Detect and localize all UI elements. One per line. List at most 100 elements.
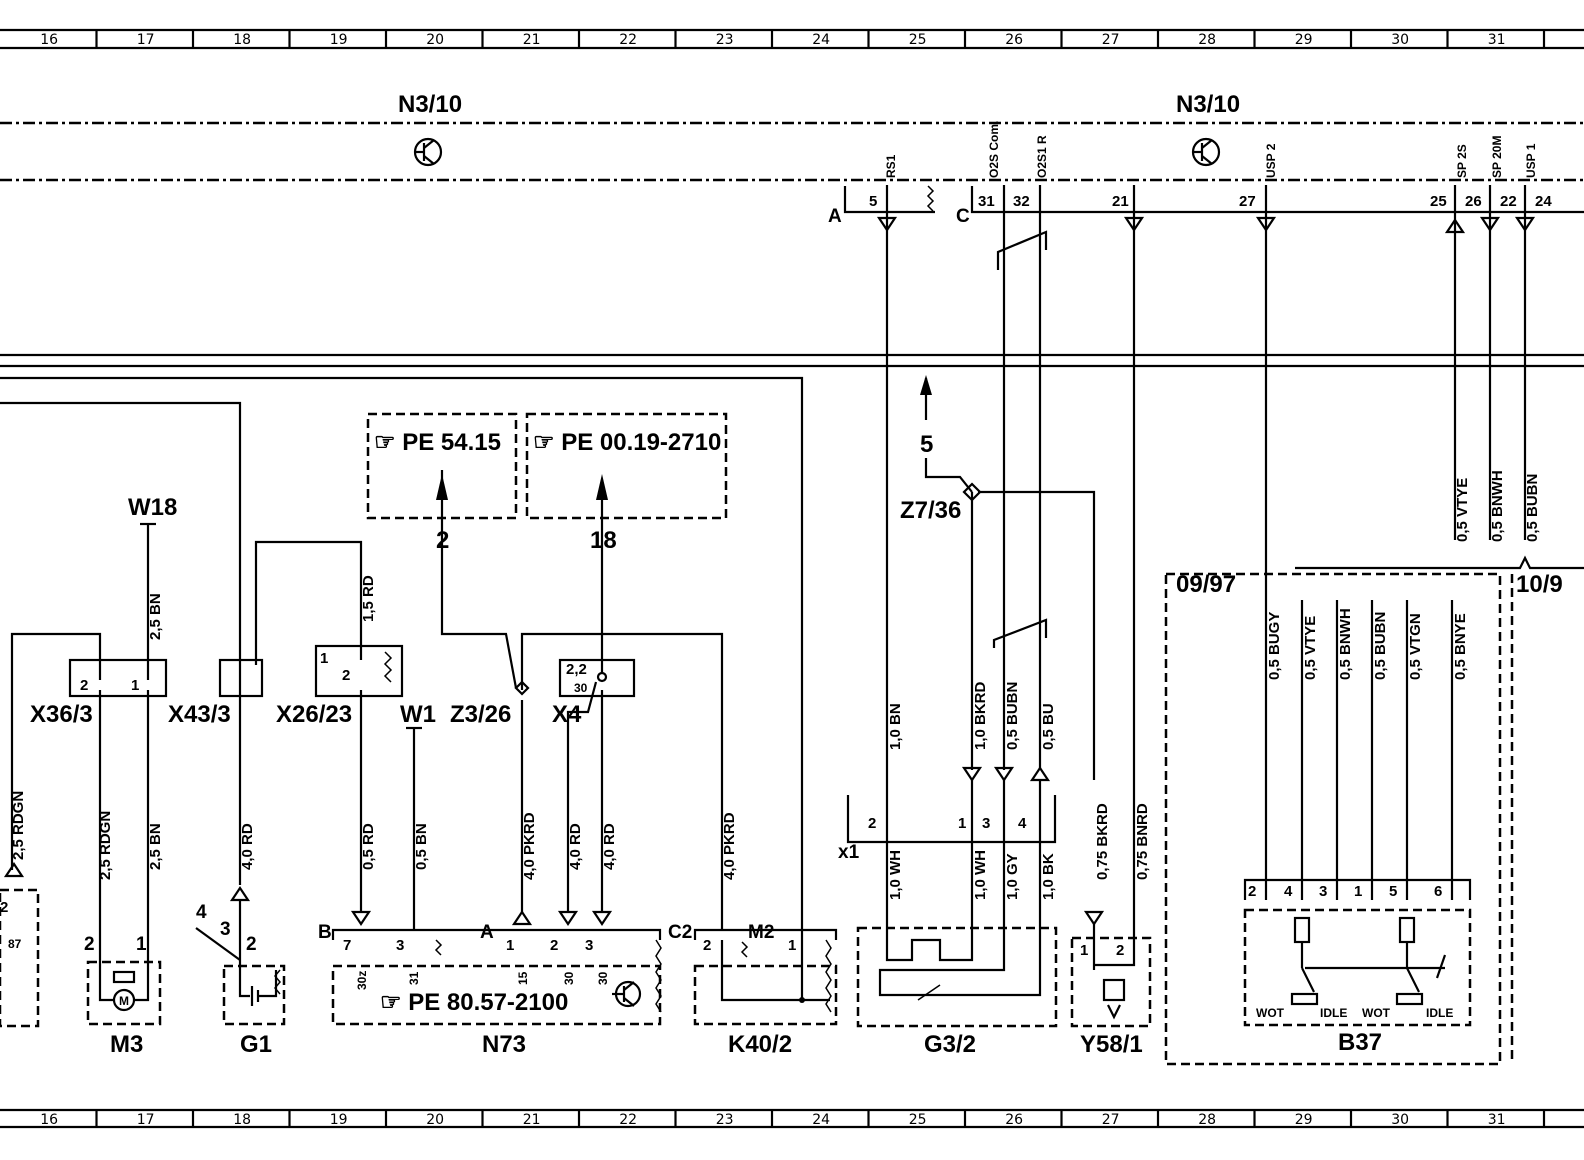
x26-23-label: X26/23 xyxy=(276,701,352,728)
ruler-number: 31 xyxy=(1488,1112,1506,1128)
wire-label: 0,75 BNRD xyxy=(1134,803,1151,880)
date-section-box xyxy=(1164,572,1502,1066)
ruler-bottom xyxy=(0,1108,1584,1129)
arrow-icon xyxy=(3,862,25,878)
transistor-icon xyxy=(1191,137,1221,167)
pin-label: 2 xyxy=(1248,883,1256,900)
x36-3-label: X36/3 xyxy=(30,701,93,728)
pin-label: 31 xyxy=(407,971,421,985)
pin-label: 22 xyxy=(1500,193,1517,210)
pin-name: O2S1 R xyxy=(1035,135,1049,178)
ruler-number: 22 xyxy=(619,1112,637,1128)
pin-label: 1 xyxy=(131,677,139,694)
ref-arrow-icon xyxy=(436,474,448,500)
ruler-number: 25 xyxy=(909,1112,927,1128)
svg-text:M: M xyxy=(119,994,129,1008)
ruler-number: 28 xyxy=(1198,1112,1216,1128)
pin-label: 5 xyxy=(1389,883,1397,900)
wire-label: 0,5 BU xyxy=(1040,703,1057,750)
bus-branch xyxy=(1295,555,1584,570)
x4-label: X4 xyxy=(552,701,582,728)
ruler-number: 23 xyxy=(716,32,734,48)
wire-label: 4,0 RD xyxy=(239,823,256,870)
ruler-number: 16 xyxy=(40,1112,58,1128)
pin-label: 1 xyxy=(958,815,966,832)
pin-label: WOT xyxy=(1256,1006,1285,1020)
ruler-number: 27 xyxy=(1102,32,1120,48)
pin-label: 15 xyxy=(516,971,530,985)
n73-label: N73 xyxy=(482,1031,526,1058)
g3-2-boundary xyxy=(856,926,1058,1028)
ruler-number: 26 xyxy=(1005,1112,1023,1128)
resistor-icon xyxy=(825,939,832,1013)
connector-a-label: A xyxy=(480,922,494,943)
ref-arrow-label: 5 xyxy=(920,431,933,458)
y58-1-boundary xyxy=(1070,936,1152,1028)
motor-icon: M xyxy=(98,960,150,1012)
wire-label: 0,5 BN xyxy=(413,823,430,870)
ruler-number: 24 xyxy=(812,32,830,48)
pin-label: 5 xyxy=(869,193,877,210)
m3-label: M3 xyxy=(110,1031,143,1058)
wire-label: 1,0 BN xyxy=(887,703,904,750)
pin-label: 21 xyxy=(1112,193,1129,210)
pin-label: 25 xyxy=(1430,193,1447,210)
pin-label: 2 xyxy=(868,815,876,832)
wire-label: 0,75 BKRD xyxy=(1094,803,1111,880)
pin-label: 4 xyxy=(1018,815,1027,832)
wire-label: 1,0 BK xyxy=(1040,853,1057,900)
ruler-number: 21 xyxy=(523,32,541,48)
n73-connector xyxy=(331,928,662,940)
pin-name: USP 1 xyxy=(1524,143,1538,178)
pin-label: 30 xyxy=(596,971,610,985)
k40-2-label: K40/2 xyxy=(728,1031,792,1058)
pin-label: 2,2 xyxy=(566,661,587,678)
x1-label: x1 xyxy=(838,842,860,863)
b37-label: B37 xyxy=(1338,1029,1382,1056)
pin-label: 3 xyxy=(982,815,990,832)
resistor-icon xyxy=(383,651,393,683)
resistor-icon xyxy=(434,939,443,956)
pin-label: 4 xyxy=(1284,883,1293,900)
pin-label: 3 xyxy=(220,919,231,940)
b37-wires xyxy=(1264,580,1454,900)
ruler-top xyxy=(0,28,1584,50)
w18-label: W18 xyxy=(128,494,177,521)
ref-arrow-icon xyxy=(596,474,608,500)
pin-label: 7 xyxy=(343,937,351,954)
wire-label: 2,5 BN xyxy=(147,823,164,870)
wire-label: 4,0 RD xyxy=(567,823,584,870)
battery-icon xyxy=(195,927,281,1006)
pin-label: 1 xyxy=(1080,942,1088,959)
ruler-number: 29 xyxy=(1295,1112,1313,1128)
pin-label: 3 xyxy=(585,937,593,954)
wire-label: 0,5 BUBN xyxy=(1004,682,1021,750)
wire-label: 1,0 WH xyxy=(887,850,904,900)
wire-label: 0,5 VTYE xyxy=(1302,616,1319,680)
pin-label: 2 xyxy=(1116,942,1124,959)
date-label: 09/97 xyxy=(1176,571,1236,598)
z3-26-label: Z3/26 xyxy=(450,701,511,728)
connector-a-label: A xyxy=(828,206,842,227)
valve-icon xyxy=(1083,910,1136,1020)
g1-boundary xyxy=(222,964,286,1026)
pin-name: SP 20M xyxy=(1490,136,1504,178)
m3-boundary xyxy=(86,960,162,1026)
transistor-icon xyxy=(413,137,443,167)
ruler-number: 30 xyxy=(1391,32,1409,48)
connector-c2-label: C2 xyxy=(668,922,692,943)
ruler-number: 21 xyxy=(523,1112,541,1128)
wire-label: 2,5 RDGN xyxy=(10,791,27,860)
wire-label: 0,5 BNYE xyxy=(1452,613,1469,680)
g1-label: G1 xyxy=(240,1031,272,1058)
pin-label: 2 xyxy=(342,667,350,684)
connector-b-label: B xyxy=(318,922,332,943)
x4-terminal xyxy=(596,671,608,683)
pin-label: WOT xyxy=(1362,1006,1391,1020)
pin-label: IDLE xyxy=(1320,1006,1347,1020)
module-label-left: N3/10 xyxy=(398,91,462,118)
pin-label: 1 xyxy=(1354,883,1362,900)
pin-label: 2 xyxy=(246,934,257,955)
pin-label: 30z xyxy=(355,971,369,990)
